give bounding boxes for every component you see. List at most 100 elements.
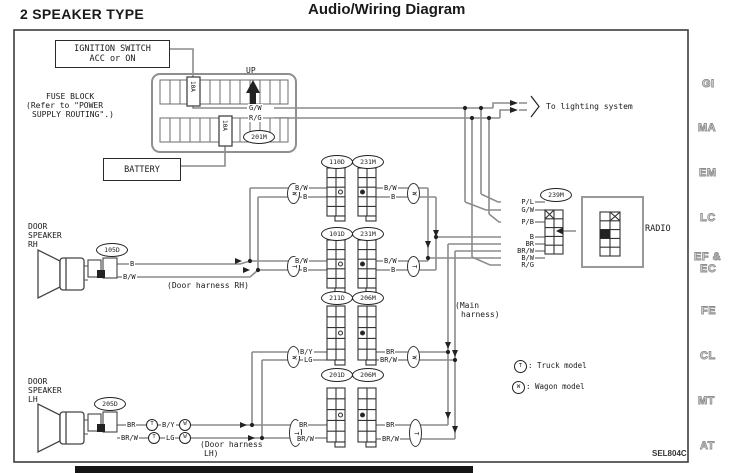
radio-wire-gw: G/W xyxy=(501,206,535,214)
legend-wagon-symbol: W xyxy=(512,381,525,394)
fuse-block-ref-line2: SUPPLY ROUTING".) xyxy=(32,110,114,119)
connector-205d: 205D xyxy=(94,397,126,411)
marker-r3-left: W xyxy=(287,346,300,368)
tab-ma: MA xyxy=(698,122,717,135)
tab-at: AT xyxy=(700,440,715,453)
tab-ec: EC xyxy=(700,263,717,276)
page-title: Audio/Wiring Diagram xyxy=(308,1,466,18)
legend-wagon-text: : Wagon model xyxy=(526,382,585,391)
speaker-rh-line3: RH xyxy=(28,240,38,249)
battery-box: BATTERY xyxy=(103,158,181,181)
radio-wire-bw: B/W xyxy=(501,254,535,262)
wire-r3-right-bottom: BR/W xyxy=(379,356,398,364)
wagon-symbol-wire2: W xyxy=(179,432,191,444)
battery-label: BATTERY xyxy=(124,164,160,175)
wire-r2-right-top: B/W xyxy=(383,257,398,265)
connector-201d: 201D xyxy=(321,368,353,382)
connector-206m-r4: 206M xyxy=(352,368,384,382)
wire-lh1-wagon: B/Y xyxy=(161,421,176,429)
connector-231m-r2: 231M xyxy=(352,227,384,241)
figure-code: SEL804C xyxy=(652,449,687,458)
wire-r4-right-bottom: BR/W xyxy=(381,435,400,443)
bottom-scan-bar xyxy=(75,466,473,473)
main-harness-line1: (Main xyxy=(455,301,480,310)
connector-101d: 101D xyxy=(321,227,353,241)
junction-markers xyxy=(235,100,563,441)
wire-r3-left-top: B/Y xyxy=(299,348,314,356)
up-arrow-icon xyxy=(246,80,260,104)
radio-box xyxy=(581,196,644,268)
fuse-batt xyxy=(218,115,233,147)
fuse-acc xyxy=(186,76,201,107)
speaker-lh-line1: DOOR xyxy=(28,377,48,386)
main-harness-line2: harness) xyxy=(461,310,500,319)
wire-rh-b: B xyxy=(129,260,136,268)
legend-truck-symbol: T xyxy=(514,360,527,373)
connector-206m-r3: 206M xyxy=(352,291,384,305)
section-heading: 2 SPEAKER TYPE xyxy=(20,6,145,22)
speaker-rh-icon xyxy=(37,248,118,300)
marker-r4-right: T xyxy=(409,419,422,447)
door-harness-lh-line1: (Door harness xyxy=(200,440,263,449)
tab-em: EM xyxy=(699,167,717,180)
speaker-lh-line2: SPEAKER xyxy=(28,386,62,395)
up-label: UP xyxy=(246,66,256,75)
wire-rg-label: R/G xyxy=(248,114,263,122)
tab-gi: GI xyxy=(702,78,715,91)
wire-r4-left-top: BR xyxy=(298,421,309,429)
speaker-lh-icon xyxy=(37,402,118,454)
speaker-rh-line2: SPEAKER xyxy=(28,231,62,240)
marker-r3-right: W xyxy=(407,346,420,368)
connector-201m: 201M xyxy=(243,130,275,144)
fuse-acc-rating: 10A xyxy=(189,81,196,92)
lighting-bracket xyxy=(530,95,540,118)
tab-fe: FE xyxy=(701,305,717,318)
connector-grid-239m xyxy=(544,209,564,255)
ignition-switch-box: IGNITION SWITCH ACC or ON xyxy=(55,40,170,68)
connector-grid-row1 xyxy=(326,167,377,222)
connector-231m-r1: 231M xyxy=(352,155,384,169)
wire-lh2-truck: BR/W xyxy=(120,434,139,442)
tab-mt: MT xyxy=(698,395,715,408)
ignition-switch-line1: IGNITION SWITCH xyxy=(74,44,151,54)
truck-symbol-wire2: T xyxy=(148,432,160,444)
connector-grid-row2 xyxy=(326,239,377,294)
wire-r2-right-bottom: B xyxy=(390,266,397,274)
radio-wire-b: B xyxy=(501,233,535,241)
wagon-symbol-wire1: W xyxy=(179,419,191,431)
diagram-border xyxy=(13,29,689,463)
wire-lh1-truck: BR xyxy=(126,421,137,429)
to-lighting-label: To lighting system xyxy=(546,102,633,111)
wire-r1-right-bottom: B xyxy=(390,193,397,201)
speaker-rh-line1: DOOR xyxy=(28,222,48,231)
wire-r3-left-bottom: LG xyxy=(303,356,314,364)
wire-lh2-wagon: LG xyxy=(165,434,176,442)
wire-r2-left-bottom: B xyxy=(302,266,309,274)
wire-r1-left-bottom: B xyxy=(302,193,309,201)
radio-wire-br: BR xyxy=(501,240,535,248)
wire-rh-bw: B/W xyxy=(122,273,137,281)
radio-wire-pb: P/B xyxy=(501,218,535,226)
fuse-block-ref-line1: (Refer to "POWER xyxy=(26,101,104,110)
fuse-block xyxy=(151,73,297,153)
ignition-switch-line2: ACC or ON xyxy=(89,54,136,64)
radio-wire-rg: R/G xyxy=(501,261,535,269)
tab-lc: LC xyxy=(700,212,716,225)
wire-r2-left-top: B/W xyxy=(294,257,309,265)
connector-211d: 211D xyxy=(321,291,353,305)
tab-ef: EF & xyxy=(694,251,722,264)
legend-truck-text: : Truck model xyxy=(528,361,587,370)
wire-r4-left-bottom: BR/W xyxy=(296,435,315,443)
speaker-lh-line3: LH xyxy=(28,395,38,404)
connector-239m: 239M xyxy=(540,188,572,202)
wire-r1-right-top: B/W xyxy=(383,184,398,192)
radio-wire-brw: BR/W xyxy=(501,247,535,255)
wire-r4-right-top: BR xyxy=(385,421,396,429)
connector-grid-row4 xyxy=(326,387,377,448)
door-harness-lh-line2: LH) xyxy=(204,449,219,458)
fuse-block-label: FUSE BLOCK xyxy=(46,92,95,101)
wire-gw-label: G/W xyxy=(248,104,263,112)
connector-110d: 110D xyxy=(321,155,353,169)
marker-r1-right: W xyxy=(407,183,420,204)
